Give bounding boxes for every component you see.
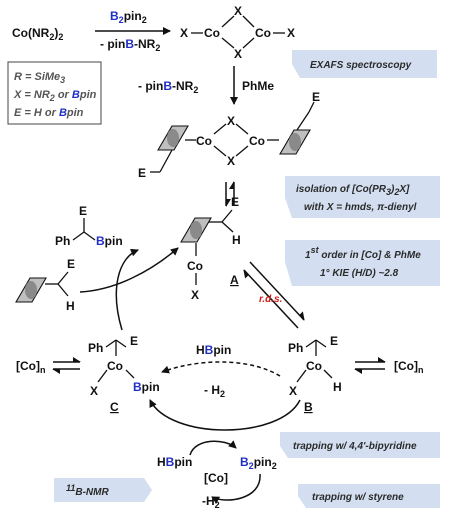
svg-text:X: X — [227, 154, 235, 168]
svg-text:Co: Co — [255, 26, 271, 40]
substrate-arene: E H — [15, 257, 75, 313]
intermediate-c: Ph E Co X Bpin C — [88, 334, 160, 414]
svg-text:Ph: Ph — [55, 234, 70, 248]
byproduct-pinbnr2-mid: - pinB-NR2 — [138, 79, 198, 95]
svg-text:Bpin: Bpin — [96, 234, 123, 248]
b2pin2-reagent-top: B2pin2 — [110, 9, 147, 25]
equilibrium-sandwich-a — [225, 181, 235, 207]
svg-text:Co: Co — [204, 26, 220, 40]
svg-text:E: E — [67, 257, 75, 271]
svg-text:Bpin: Bpin — [133, 380, 160, 394]
svg-text:E: E — [330, 334, 338, 348]
b2pin2-bottom: B2pin2 — [240, 455, 277, 471]
svg-text:1st order in [Co] & PhMe: 1st order in [Co] & PhMe — [305, 245, 421, 261]
svg-text:E: E — [231, 195, 239, 209]
svg-text:Co: Co — [249, 134, 265, 148]
equilibrium-a-b — [243, 261, 305, 329]
svg-text:EXAFS spectroscopy: EXAFS spectroscopy — [310, 60, 412, 71]
svg-text:Co: Co — [107, 359, 123, 373]
legend-box: R = SiMe3 X = NR2 or Bpin E = H or Bpin — [7, 61, 102, 125]
label-a: A — [230, 273, 239, 287]
svg-text:isolation of [Co(PR3)2X]: isolation of [Co(PR3)2X] — [296, 184, 410, 197]
svg-text:with X = hmds, π-dienyl: with X = hmds, π-dienyl — [304, 202, 417, 213]
equilibrium-left — [52, 357, 81, 374]
annotation-kinetics: 1st order in [Co] & PhMe 1° KIE (H/D) ~2… — [285, 240, 440, 286]
svg-text:H: H — [333, 380, 342, 394]
svg-text:E: E — [79, 204, 87, 218]
intermediate-b: Ph E Co X H B — [288, 334, 342, 414]
svg-text:H: H — [66, 299, 75, 313]
svg-text:E: E — [312, 90, 320, 104]
svg-text:X: X — [90, 384, 98, 398]
equilibrium-right — [354, 357, 386, 374]
svg-text:Co: Co — [196, 134, 212, 148]
svg-text:Co: Co — [306, 359, 322, 373]
svg-text:X: X — [227, 114, 235, 128]
arrow-reductive-elimination — [115, 248, 139, 331]
cobalt-aggregate-right: [Co]n — [394, 359, 424, 375]
annotation-trapping-bipyridine: trapping w/ 4,4'-bipyridine — [280, 432, 440, 458]
arrow-dashed-b-to-c — [161, 361, 281, 377]
annotation-boron-nmr: 11B-NMR — [54, 478, 152, 502]
minus-h2-mid: - H2 — [204, 383, 225, 399]
annotation-exafs: EXAFS spectroscopy — [292, 50, 437, 78]
cobalt-catalyst-bottom: [Co] — [204, 471, 228, 485]
cobalt-dimer: X Co X X Co X — [180, 4, 295, 61]
svg-text:E = H or Bpin: E = H or Bpin — [14, 107, 84, 119]
svg-text:E: E — [130, 334, 138, 348]
arrow-borylation-b-to-c — [149, 399, 301, 431]
svg-text:X: X — [234, 4, 242, 18]
svg-text:Co: Co — [187, 259, 203, 273]
svg-text:X: X — [234, 47, 242, 61]
toluene-reagent-top: PhMe — [242, 79, 274, 93]
svg-text:11B-NMR: 11B-NMR — [66, 483, 109, 498]
svg-text:X: X — [180, 26, 188, 40]
svg-text:1° KIE (H/D) ~2.8: 1° KIE (H/D) ~2.8 — [320, 268, 399, 279]
svg-text:X: X — [287, 26, 295, 40]
svg-text:X: X — [289, 384, 297, 398]
svg-text:R = SiMe3: R = SiMe3 — [14, 71, 65, 85]
cobalt-amide-reagent: Co(NR2)2 — [12, 26, 63, 42]
label-b: B — [304, 400, 313, 414]
product-benzylboronate: Ph E Bpin — [55, 204, 123, 248]
svg-text:E: E — [138, 166, 146, 180]
minus-h2-bottom: -H2 — [202, 494, 220, 510]
svg-text:trapping w/ 4,4'-bipyridine: trapping w/ 4,4'-bipyridine — [293, 441, 417, 452]
hbpin-mid: HBpin — [196, 343, 231, 357]
hbpin-bottom: HBpin — [157, 455, 192, 469]
arrow-b2pin2-consumption — [211, 473, 261, 504]
arrow-substrate-entry — [79, 247, 179, 293]
annotation-trapping-styrene: trapping w/ styrene — [298, 484, 440, 508]
annotation-isolation: isolation of [Co(PR3)2X] with X = hmds, … — [285, 176, 440, 218]
svg-text:trapping w/ styrene: trapping w/ styrene — [312, 492, 404, 503]
svg-text:X: X — [191, 288, 199, 302]
byproduct-pinbnr2-top: - pinB-NR2 — [100, 37, 160, 53]
cobalt-aggregate-left: [Co]n — [16, 359, 46, 375]
intermediate-a: E H Co X A — [180, 195, 241, 302]
svg-text:X = NR2 or Bpin: X = NR2 or Bpin — [13, 89, 97, 103]
label-c: C — [110, 400, 119, 414]
arrow-hbpin-regeneration — [189, 440, 237, 456]
svg-text:Ph: Ph — [288, 341, 303, 355]
svg-text:H: H — [232, 233, 241, 247]
arene-cobalt-sandwich: E Co X X Co E — [138, 90, 320, 180]
svg-text:Ph: Ph — [88, 341, 103, 355]
rds-label: r.d.s. — [259, 294, 282, 305]
